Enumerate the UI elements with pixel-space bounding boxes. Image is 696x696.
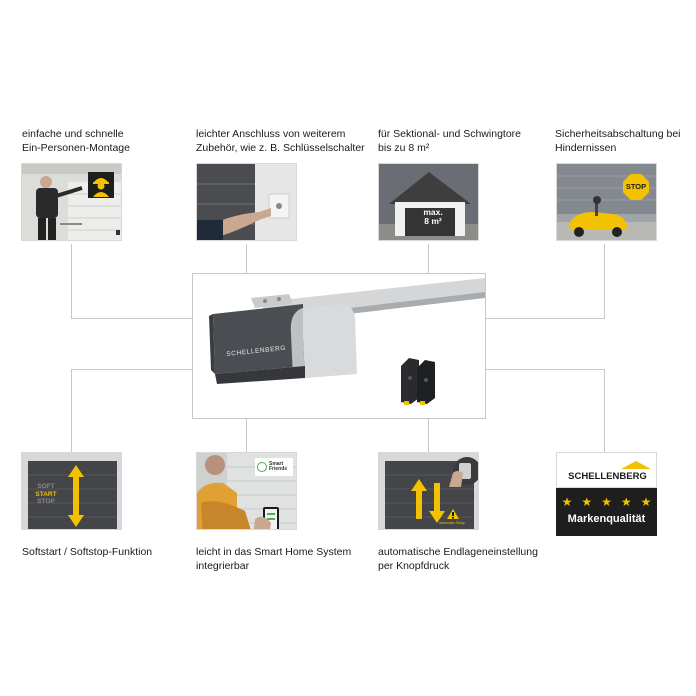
image-smart-home: Smart Friends: [196, 452, 297, 530]
garage-door-opener-illustration: [209, 278, 485, 405]
soft-start-stop-label: SOFT START STOP: [35, 483, 57, 505]
smart-friends-logo: Smart Friends: [255, 458, 293, 476]
connector-top-4-vertical: [604, 244, 605, 319]
brand-roof-icon: [621, 461, 651, 469]
star-icon: ★: [620, 495, 632, 509]
product-image-frame: SCHELLENBERG: [192, 273, 486, 419]
connector-bottom-1-horizontal: [71, 369, 193, 370]
image-installation: [21, 163, 122, 241]
caption-auto-setup: automatische Endlageneinstellung per Kno…: [378, 546, 538, 572]
auto-setup-label: Automatic Setup: [439, 521, 465, 525]
caption-softstart: Softstart / Softstop-Funktion: [22, 546, 153, 558]
smart-home-illustration: [197, 453, 296, 529]
image-key-switch: [196, 163, 297, 241]
connector-top-4-horizontal: [486, 318, 605, 319]
caption-smart-home: leicht in das Smart Home System integrie…: [196, 546, 352, 572]
connector-bottom-2-vertical: [246, 419, 247, 452]
connector-top-2-vertical: [246, 244, 247, 274]
caption-safety-stop: Sicherheitsabschaltung bei Hindernissen: [555, 128, 681, 154]
brand-badge-top: SCHELLENBERG: [556, 452, 657, 488]
star-icon: ★: [601, 495, 612, 509]
image-softstart: SOFT START STOP: [21, 452, 122, 530]
connector-bottom-1-vertical: [71, 369, 72, 452]
rating-stars: ★ ★ ★ ★ ★: [556, 496, 657, 508]
key-switch-illustration: [197, 164, 296, 240]
smart-friends-text: Smart Friends: [269, 460, 288, 472]
star-icon: ★: [581, 495, 593, 509]
connector-bottom-4-vertical: [604, 369, 605, 452]
image-safety-stop: STOP: [556, 163, 657, 241]
brand-quality-badge: SCHELLENBERG ★ ★ ★ ★ ★ Markenqualität: [556, 452, 657, 536]
connector-top-3-vertical: [428, 244, 429, 274]
connector-bottom-4-horizontal: [486, 369, 605, 370]
brand-name: SCHELLENBERG: [568, 471, 647, 482]
connector-bottom-3-vertical: [428, 419, 429, 452]
caption-installation: einfache und schnelle Ein-Personen-Monta…: [22, 128, 130, 154]
garage-illustration: [379, 164, 478, 240]
smart-friends-icon: [257, 462, 267, 472]
stop-sign-text: STOP: [625, 182, 647, 191]
star-icon: ★: [640, 495, 652, 509]
star-icon: ★: [561, 495, 573, 509]
connector-top-1-horizontal: [71, 318, 193, 319]
image-garage-size: max. 8 m²: [378, 163, 479, 241]
stop-sign-icon: STOP: [623, 174, 649, 200]
auto-setup-illustration: [379, 453, 478, 529]
image-auto-setup: Automatic Setup: [378, 452, 479, 530]
max-size-label: max. 8 m²: [423, 207, 443, 226]
softstart-illustration: [22, 453, 121, 529]
caption-door-types: für Sektional- und Schwingtore bis zu 8 …: [378, 128, 521, 154]
brand-badge-bottom: ★ ★ ★ ★ ★ Markenqualität: [556, 488, 657, 536]
caption-accessories: leichter Anschluss von weiterem Zubehör,…: [196, 128, 365, 154]
brand-quality-text: Markenqualität: [567, 513, 646, 525]
connector-top-1-vertical: [71, 244, 72, 319]
worker-icon: [88, 172, 114, 198]
